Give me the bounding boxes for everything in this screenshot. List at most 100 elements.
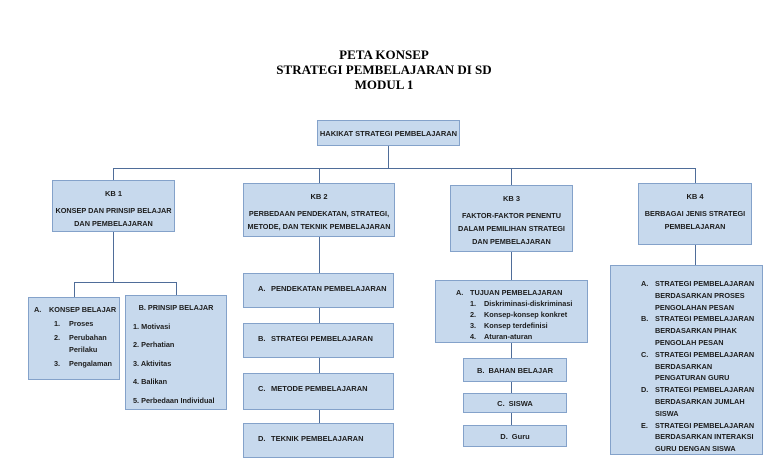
list-item-letter: A.: [641, 279, 649, 288]
list-item-text: Diskriminasi-diskriminasi: [484, 299, 573, 308]
list-item-text: Konsep-konsep konkret: [484, 310, 568, 319]
page-title: PETA KONSEP STRATEGI PEMBELAJARAN DI SD …: [0, 47, 768, 92]
connector-root-stem: [388, 146, 389, 168]
step-label: STRATEGI PEMBELAJARAN: [271, 334, 373, 343]
list-item: 3. Aktivitas: [133, 358, 172, 368]
node-strategi-pembelajaran: B. STRATEGI PEMBELAJARAN: [243, 323, 394, 358]
connector-kb4-stem: [695, 245, 696, 265]
list-item: E. STRATEGI PEMBELAJARAN BERDASARKAN INT…: [641, 420, 758, 455]
step-letter: C.: [258, 384, 266, 393]
node-kb4-label: KB 4: [686, 192, 704, 201]
list-item-number: 2.: [470, 310, 477, 319]
node-prinsip-belajar: B. PRINSIP BELAJAR 1. Motivasi 2. Perhat…: [125, 295, 227, 410]
list-item: 3. Pengalaman: [54, 358, 117, 370]
connector-drop-kb3: [511, 168, 512, 185]
node-hakikat: HAKIKAT STRATEGI PEMBELAJARAN: [317, 120, 460, 146]
konsep-items: 1. Proses 2. Perubahan Perilaku 3. Penga…: [54, 318, 117, 370]
node-kb2-subtitle-line-1: PERBEDAAN PENDEKATAN, STRATEGI,: [248, 209, 390, 218]
list-item: 2. Perubahan Perilaku: [54, 332, 117, 356]
tujuan-items: 1. Diskriminasi-diskriminasi 2. Konsep-k…: [470, 298, 585, 342]
node-hakikat-label: HAKIKAT STRATEGI PEMBELAJARAN: [319, 128, 458, 138]
step-label: METODE PEMBELAJARAN: [271, 384, 368, 393]
list-item-text: Pengalaman: [69, 359, 112, 368]
factor-letter: C.: [497, 398, 505, 408]
node-kb2-subtitle-line-2: METODE, DAN TEKNIK PEMBELAJARAN: [247, 222, 391, 231]
node-pendekatan-pembelajaran: A. PENDEKATAN PEMBELAJARAN: [243, 273, 394, 308]
prinsip-heading: B. PRINSIP BELAJAR: [138, 303, 214, 312]
list-item-text: STRATEGI PEMBELAJARAN BERDASARKAN PIHAK …: [655, 314, 755, 347]
tujuan-heading-text: TUJUAN PEMBELAJARAN: [470, 288, 563, 297]
node-kb1-subtitle: KONSEP DAN PRINSIP BELAJAR DAN PEMBELAJA…: [55, 204, 171, 230]
step-letter: B.: [258, 334, 266, 343]
list-item-text: STRATEGI PEMBELAJARAN BERDASARKAN PROSES…: [655, 279, 755, 312]
node-konsep-belajar: A. KONSEP BELAJAR 1. Proses 2. Perubahan…: [28, 297, 120, 380]
node-kb3-subtitle-line-3: DAN PEMBELAJARAN: [472, 237, 551, 246]
factor-letter: D.: [500, 431, 508, 441]
list-item: 1. Diskriminasi-diskriminasi: [470, 298, 585, 309]
list-item-text: STRATEGI PEMBELAJARAN BERDASARKAN INTERA…: [655, 420, 755, 454]
list-item-text: STRATEGI PEMBELAJARAN BERDASARKAN PENGAT…: [655, 349, 755, 383]
list-item-letter: E.: [641, 420, 648, 430]
list-item-letter: C.: [641, 349, 649, 359]
node-siswa: C. SISWA: [463, 393, 567, 413]
page-title-line-2: STRATEGI PEMBELAJARAN DI SD: [276, 62, 492, 77]
node-metode-pembelajaran: C. METODE PEMBELAJARAN: [243, 373, 394, 410]
factor-letter: B.: [476, 365, 485, 375]
node-kb2: KB 2 PERBEDAAN PENDEKATAN, STRATEGI, MET…: [243, 183, 395, 237]
list-item-text: Konsep terdefinisi: [484, 321, 548, 330]
list-item-number: 2.: [54, 333, 61, 342]
connector-kb3-stem-4: [511, 413, 512, 425]
list-item-number: 4.: [470, 332, 477, 341]
page-title-line-1: PETA KONSEP: [339, 47, 429, 62]
list-item: 3. Konsep terdefinisi: [470, 320, 585, 331]
konsep-heading-text: KONSEP BELAJAR: [49, 305, 117, 314]
list-item: B. STRATEGI PEMBELAJARAN BERDASARKAN PIH…: [641, 313, 758, 348]
node-bahan-belajar: B. BAHAN BELAJAR: [463, 358, 567, 382]
page-title-line-3: MODUL 1: [354, 77, 414, 92]
connector-kb2-stem-3: [319, 358, 320, 373]
step-letter: A.: [258, 284, 266, 293]
connector-kb1-stem: [113, 232, 114, 282]
node-kb1-label: KB 1: [104, 189, 123, 198]
factor-label: Guru: [511, 431, 530, 441]
konsep-heading: A. KONSEP BELAJAR: [34, 304, 117, 316]
connector-drop-kb2: [319, 168, 320, 183]
step-letter: D.: [258, 434, 266, 443]
connector-kb2-stem-2: [319, 308, 320, 323]
connector-kb2-stem-4: [319, 410, 320, 423]
connector-kb3-stem-2: [511, 343, 512, 358]
node-kb1: KB 1 KONSEP DAN PRINSIP BELAJAR DAN PEMB…: [52, 180, 175, 232]
node-kb3-subtitle-line-1: FAKTOR-FAKTOR PENENTU: [461, 211, 562, 220]
connector-drop-kb4: [695, 168, 696, 183]
factor-label: SISWA: [508, 398, 533, 408]
node-kb3-label: KB 3: [502, 194, 521, 203]
node-kb4: KB 4 BERBAGAI JENIS STRATEGI PEMBELAJARA…: [638, 183, 752, 245]
connector-kb2-stem-1: [319, 237, 320, 273]
step-label: PENDEKATAN PEMBELAJARAN: [271, 284, 387, 293]
node-jenis-strategi-list: A. STRATEGI PEMBELAJARAN BERDASARKAN PRO…: [610, 265, 763, 455]
list-item-text: STRATEGI PEMBELAJARAN BERDASARKAN JUMLAH…: [655, 385, 755, 418]
tujuan-heading-letter: A.: [456, 288, 464, 297]
konsep-heading-letter: A.: [34, 305, 42, 314]
list-item: 1. Motivasi: [133, 321, 171, 331]
list-item: C. STRATEGI PEMBELAJARAN BERDASARKAN PEN…: [641, 349, 758, 384]
list-item-number: 1.: [54, 319, 61, 328]
connector-drop-kb1: [113, 168, 114, 180]
factor-label: BAHAN BELAJAR: [488, 365, 554, 375]
node-teknik-pembelajaran: D. TEKNIK PEMBELAJARAN: [243, 423, 394, 458]
connector-main-horizontal: [113, 168, 695, 169]
node-kb3-subtitle-line-2: DALAM PEMILIHAN STRATEGI: [458, 224, 565, 233]
list-item-number: 3.: [470, 321, 477, 330]
connector-kb3-stem-1: [511, 252, 512, 280]
connector-kb1-branch: [74, 282, 176, 283]
list-item: 2. Konsep-konsep konkret: [470, 309, 585, 320]
list-item-text: Aturan-aturan: [484, 332, 533, 341]
node-kb4-subtitle: BERBAGAI JENIS STRATEGI PEMBELAJARAN: [645, 207, 745, 233]
list-item: 2. Perhatian: [133, 340, 175, 349]
node-kb3-subtitle: FAKTOR-FAKTOR PENENTU DALAM PEMILIHAN ST…: [458, 209, 565, 248]
list-item: A. STRATEGI PEMBELAJARAN BERDASARKAN PRO…: [641, 278, 758, 313]
node-kb3: KB 3 FAKTOR-FAKTOR PENENTU DALAM PEMILIH…: [450, 185, 573, 252]
list-item: 1. Proses: [54, 318, 117, 330]
node-tujuan-pembelajaran: A. TUJUAN PEMBELAJARAN 1. Diskriminasi-d…: [435, 280, 588, 343]
